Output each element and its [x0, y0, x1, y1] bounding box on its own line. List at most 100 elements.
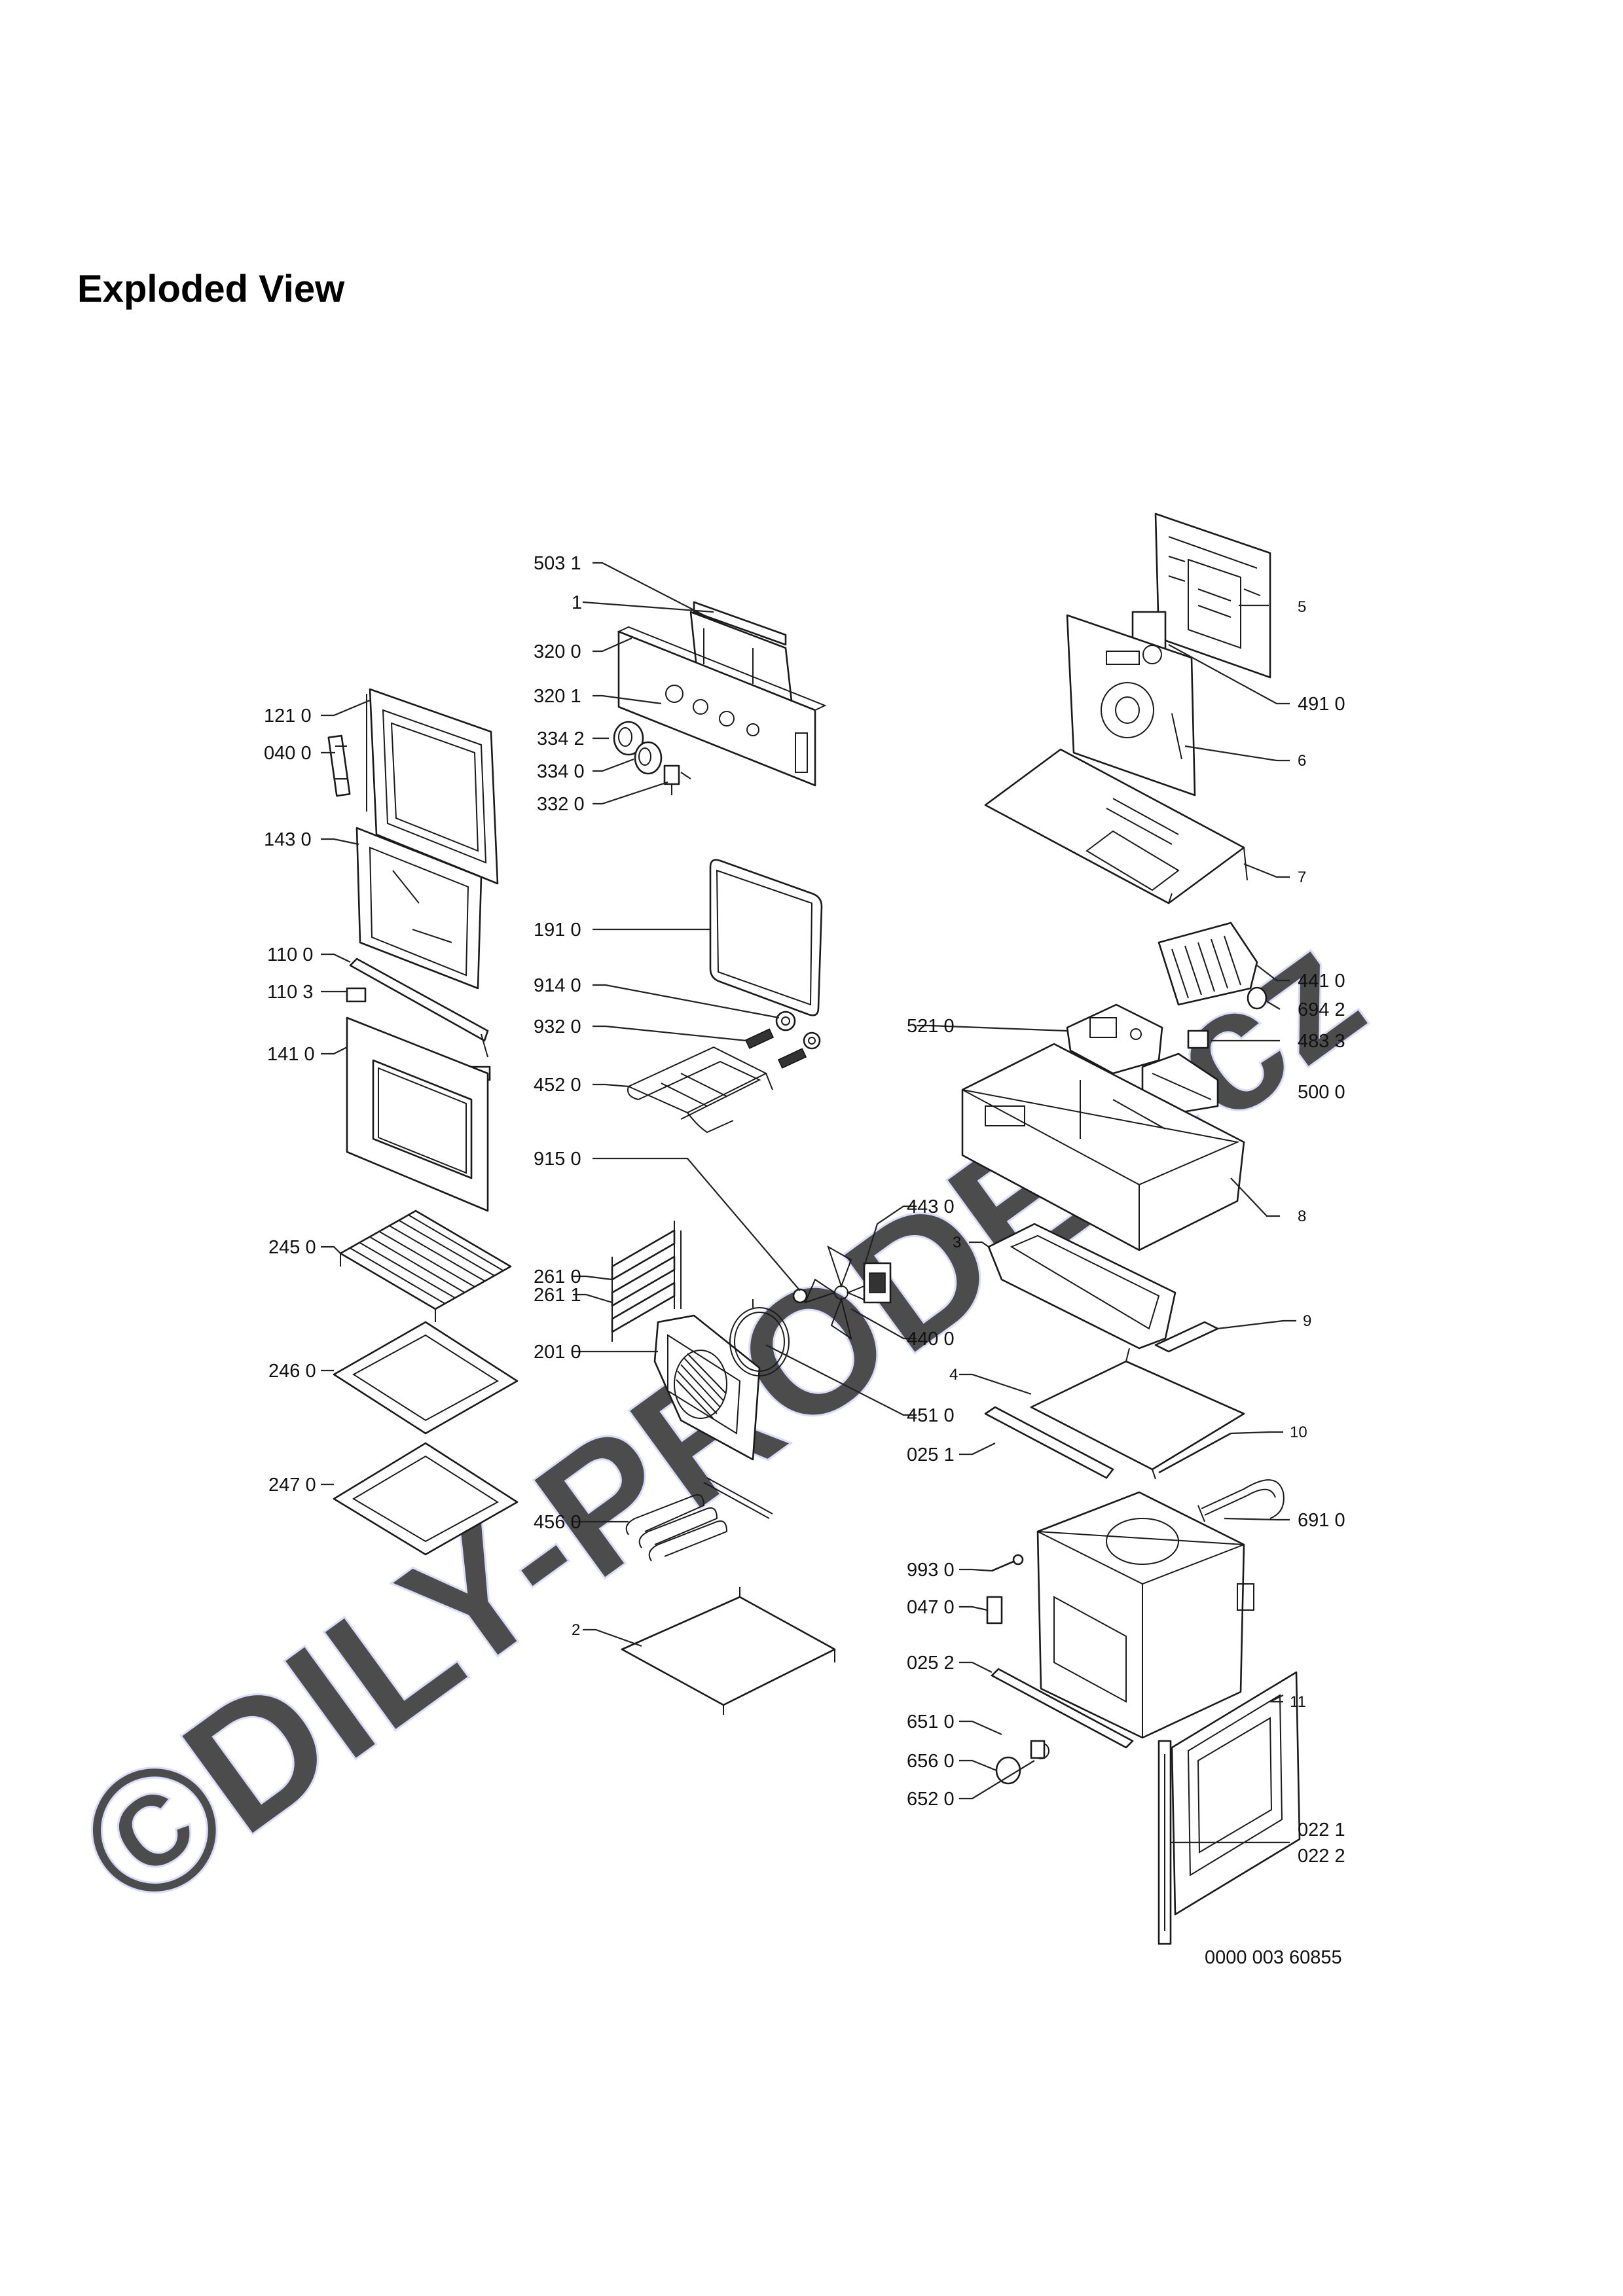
- part-label: 914 0: [534, 975, 581, 996]
- part-nut: [792, 1288, 808, 1304]
- part-label: 143 0: [264, 829, 312, 850]
- part-inner-glass: [356, 827, 483, 990]
- part-outer-door-glass: [346, 1016, 489, 1212]
- part-oven-cavity: [1036, 1491, 1254, 1739]
- part-latch: [986, 1596, 1003, 1624]
- part-label: 261 1: [534, 1285, 581, 1306]
- part-cooling-fan: [1158, 922, 1267, 1010]
- part-label: 500 0: [1298, 1082, 1345, 1103]
- part-label: 334 2: [537, 728, 585, 749]
- page-title: Exploded View: [77, 268, 345, 310]
- part-label: 7: [1298, 869, 1306, 886]
- part-label: 483 3: [1298, 1031, 1345, 1052]
- part-label: 022 2: [1298, 1846, 1345, 1867]
- part-label: 491 0: [1298, 694, 1345, 715]
- part-label: 047 0: [907, 1597, 955, 1618]
- part-vertical-trim: [1158, 1740, 1172, 1945]
- part-label: 121 0: [264, 706, 312, 726]
- part-label: 040 0: [264, 743, 312, 764]
- part-label: 915 0: [534, 1149, 581, 1170]
- part-number-labels: 503 1 1 320 0 320 1 334 2 334 0 332 0 12…: [264, 553, 1345, 1867]
- part-label: 022 1: [1298, 1820, 1345, 1840]
- part-label: 261 0: [534, 1266, 581, 1287]
- part-label: 10: [1290, 1424, 1307, 1441]
- part-rear-cover: [1154, 512, 1271, 679]
- part-label: 456 0: [534, 1512, 581, 1533]
- part-label: 245 0: [268, 1237, 316, 1258]
- part-label: 334 0: [537, 761, 585, 782]
- part-label: 656 0: [907, 1751, 955, 1772]
- part-label: 6: [1298, 752, 1306, 770]
- part-label: 320 1: [534, 686, 581, 707]
- part-label: 993 0: [907, 1560, 955, 1581]
- part-deep-tray: [333, 1442, 519, 1556]
- part-label: 332 0: [537, 794, 585, 815]
- part-label: 2: [572, 1621, 580, 1639]
- part-label: 246 0: [268, 1361, 316, 1382]
- part-label: 247 0: [268, 1475, 316, 1496]
- part-baking-tray: [333, 1321, 519, 1435]
- part-label: 652 0: [907, 1789, 955, 1810]
- part-label: 451 0: [907, 1405, 955, 1426]
- part-label: 201 0: [534, 1342, 581, 1363]
- part-label: 441 0: [1298, 971, 1345, 992]
- part-label: 521 0: [907, 1016, 955, 1037]
- part-label: 320 0: [534, 641, 581, 662]
- part-label: 694 2: [1298, 999, 1345, 1020]
- part-spring: [744, 1028, 807, 1069]
- part-label: 191 0: [534, 920, 581, 941]
- part-label: 691 0: [1298, 1510, 1345, 1531]
- part-front-rail: [991, 1668, 1134, 1749]
- part-hinge: [327, 734, 351, 797]
- part-label: 4: [949, 1366, 958, 1384]
- part-bottom-cover: [621, 1587, 836, 1715]
- part-label: 11: [1290, 1693, 1306, 1711]
- part-side-rail: [984, 1406, 1114, 1479]
- part-label: 110 3: [267, 982, 313, 1003]
- part-rod: [1158, 1432, 1231, 1474]
- part-label: 110 0: [267, 944, 313, 965]
- diagram-id: 0000 003 60855: [1205, 1947, 1342, 1968]
- part-clip: [346, 987, 367, 1003]
- part-top-cover: [984, 748, 1248, 905]
- part-label: 9: [1303, 1312, 1311, 1330]
- part-knob-2: [634, 741, 663, 775]
- part-door-trim: [349, 958, 489, 1058]
- part-label: 440 0: [907, 1329, 955, 1350]
- part-glass-plate: [709, 859, 823, 1016]
- part-bottom-element: [625, 1477, 773, 1562]
- part-label: 3: [953, 1234, 961, 1251]
- part-side-panel: [1171, 1671, 1301, 1916]
- part-knob-assembly: [995, 1740, 1049, 1785]
- part-control-panel: [617, 626, 827, 787]
- part-label: 141 0: [267, 1044, 315, 1065]
- part-label: 025 2: [907, 1653, 955, 1674]
- part-mounting-plate: [1030, 1348, 1245, 1480]
- part-sensor: [1197, 1479, 1285, 1522]
- part-label: 5: [1298, 598, 1306, 616]
- part-back-panel: [653, 1314, 761, 1461]
- part-switch: [663, 764, 691, 795]
- part-label: 503 1: [534, 553, 581, 574]
- part-rear-panel: [1066, 614, 1196, 797]
- part-label: 651 0: [907, 1712, 955, 1732]
- part-ring-element: [729, 1299, 790, 1376]
- part-wire-shelf: [339, 1210, 512, 1322]
- part-label: 452 0: [534, 1075, 581, 1096]
- part-screw: [991, 1554, 1024, 1572]
- part-label: 025 1: [907, 1444, 955, 1465]
- part-connector: [1187, 1030, 1209, 1049]
- part-oven-door-frame: [366, 688, 499, 885]
- part-cap: [775, 1011, 821, 1050]
- part-grill-element: [627, 1046, 773, 1134]
- part-deflector: [987, 1223, 1176, 1350]
- part-side-rails: [611, 1221, 682, 1342]
- part-label: 932 0: [534, 1016, 581, 1037]
- part-label: 1: [572, 592, 582, 613]
- part-label: 443 0: [907, 1196, 955, 1217]
- leader-lines: [321, 562, 1296, 1844]
- part-knob: [613, 721, 644, 756]
- part-label: 8: [1298, 1208, 1306, 1225]
- part-fan-motor: [863, 1262, 892, 1304]
